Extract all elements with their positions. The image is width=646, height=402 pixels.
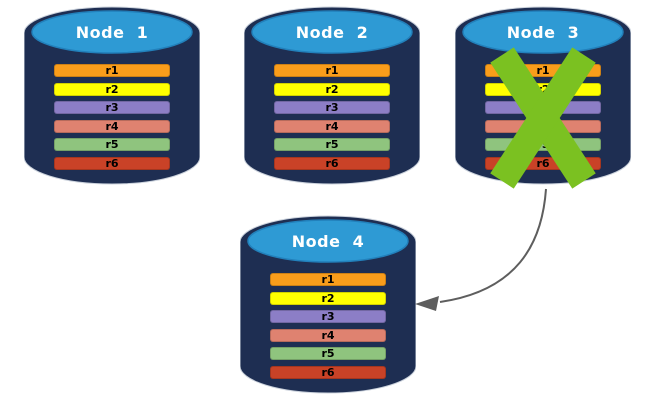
- row-r6: r6: [270, 365, 386, 379]
- row-r6: r6: [54, 156, 170, 170]
- row-r3: r3: [274, 101, 390, 114]
- node-title: Node 1: [75, 23, 149, 42]
- row-r2: r2: [270, 291, 386, 305]
- cylinder-top: [247, 219, 409, 263]
- node-2: Node 2 r1 r2 r3 r4 r5 r6: [244, 3, 420, 185]
- node-1: Node 1 r1 r2 r3 r4 r5 r6: [24, 3, 200, 185]
- row-stack: r1 r2 r3 r4 r5 r6: [485, 64, 601, 170]
- node-title: Node 4: [291, 232, 365, 251]
- arrowhead-icon: [415, 296, 439, 311]
- row-r2: r2: [54, 82, 170, 96]
- row-r4: r4: [54, 119, 170, 133]
- row-r1: r1: [270, 273, 386, 286]
- row-r5: r5: [270, 347, 386, 360]
- row-stack: r1 r2 r3 r4 r5 r6: [270, 273, 386, 379]
- row-r2: r2: [274, 82, 390, 96]
- row-r2: r2: [485, 82, 601, 96]
- row-r6: r6: [274, 156, 390, 170]
- failover-arrow: [415, 188, 547, 311]
- row-r1: r1: [54, 64, 170, 77]
- row-r4: r4: [270, 328, 386, 342]
- node-3: Node 3 r1 r2 r3 r4 r5 r6: [455, 3, 631, 185]
- row-r3: r3: [270, 310, 386, 323]
- row-stack: r1 r2 r3 r4 r5 r6: [54, 64, 170, 170]
- row-r4: r4: [274, 119, 390, 133]
- row-r5: r5: [274, 138, 390, 151]
- row-r5: r5: [54, 138, 170, 151]
- row-r6: r6: [485, 156, 601, 170]
- cylinder-top: [31, 10, 193, 54]
- row-r1: r1: [274, 64, 390, 77]
- row-r3: r3: [54, 101, 170, 114]
- row-stack: r1 r2 r3 r4 r5 r6: [274, 64, 390, 170]
- node-title: Node 3: [506, 23, 580, 42]
- row-r1: r1: [485, 64, 601, 77]
- node-4: Node 4 r1 r2 r3 r4 r5 r6: [240, 212, 416, 394]
- cylinder-top: [251, 10, 413, 54]
- row-r5: r5: [485, 138, 601, 151]
- row-r4: r4: [485, 119, 601, 133]
- node-title: Node 2: [295, 23, 369, 42]
- row-r3: r3: [485, 101, 601, 114]
